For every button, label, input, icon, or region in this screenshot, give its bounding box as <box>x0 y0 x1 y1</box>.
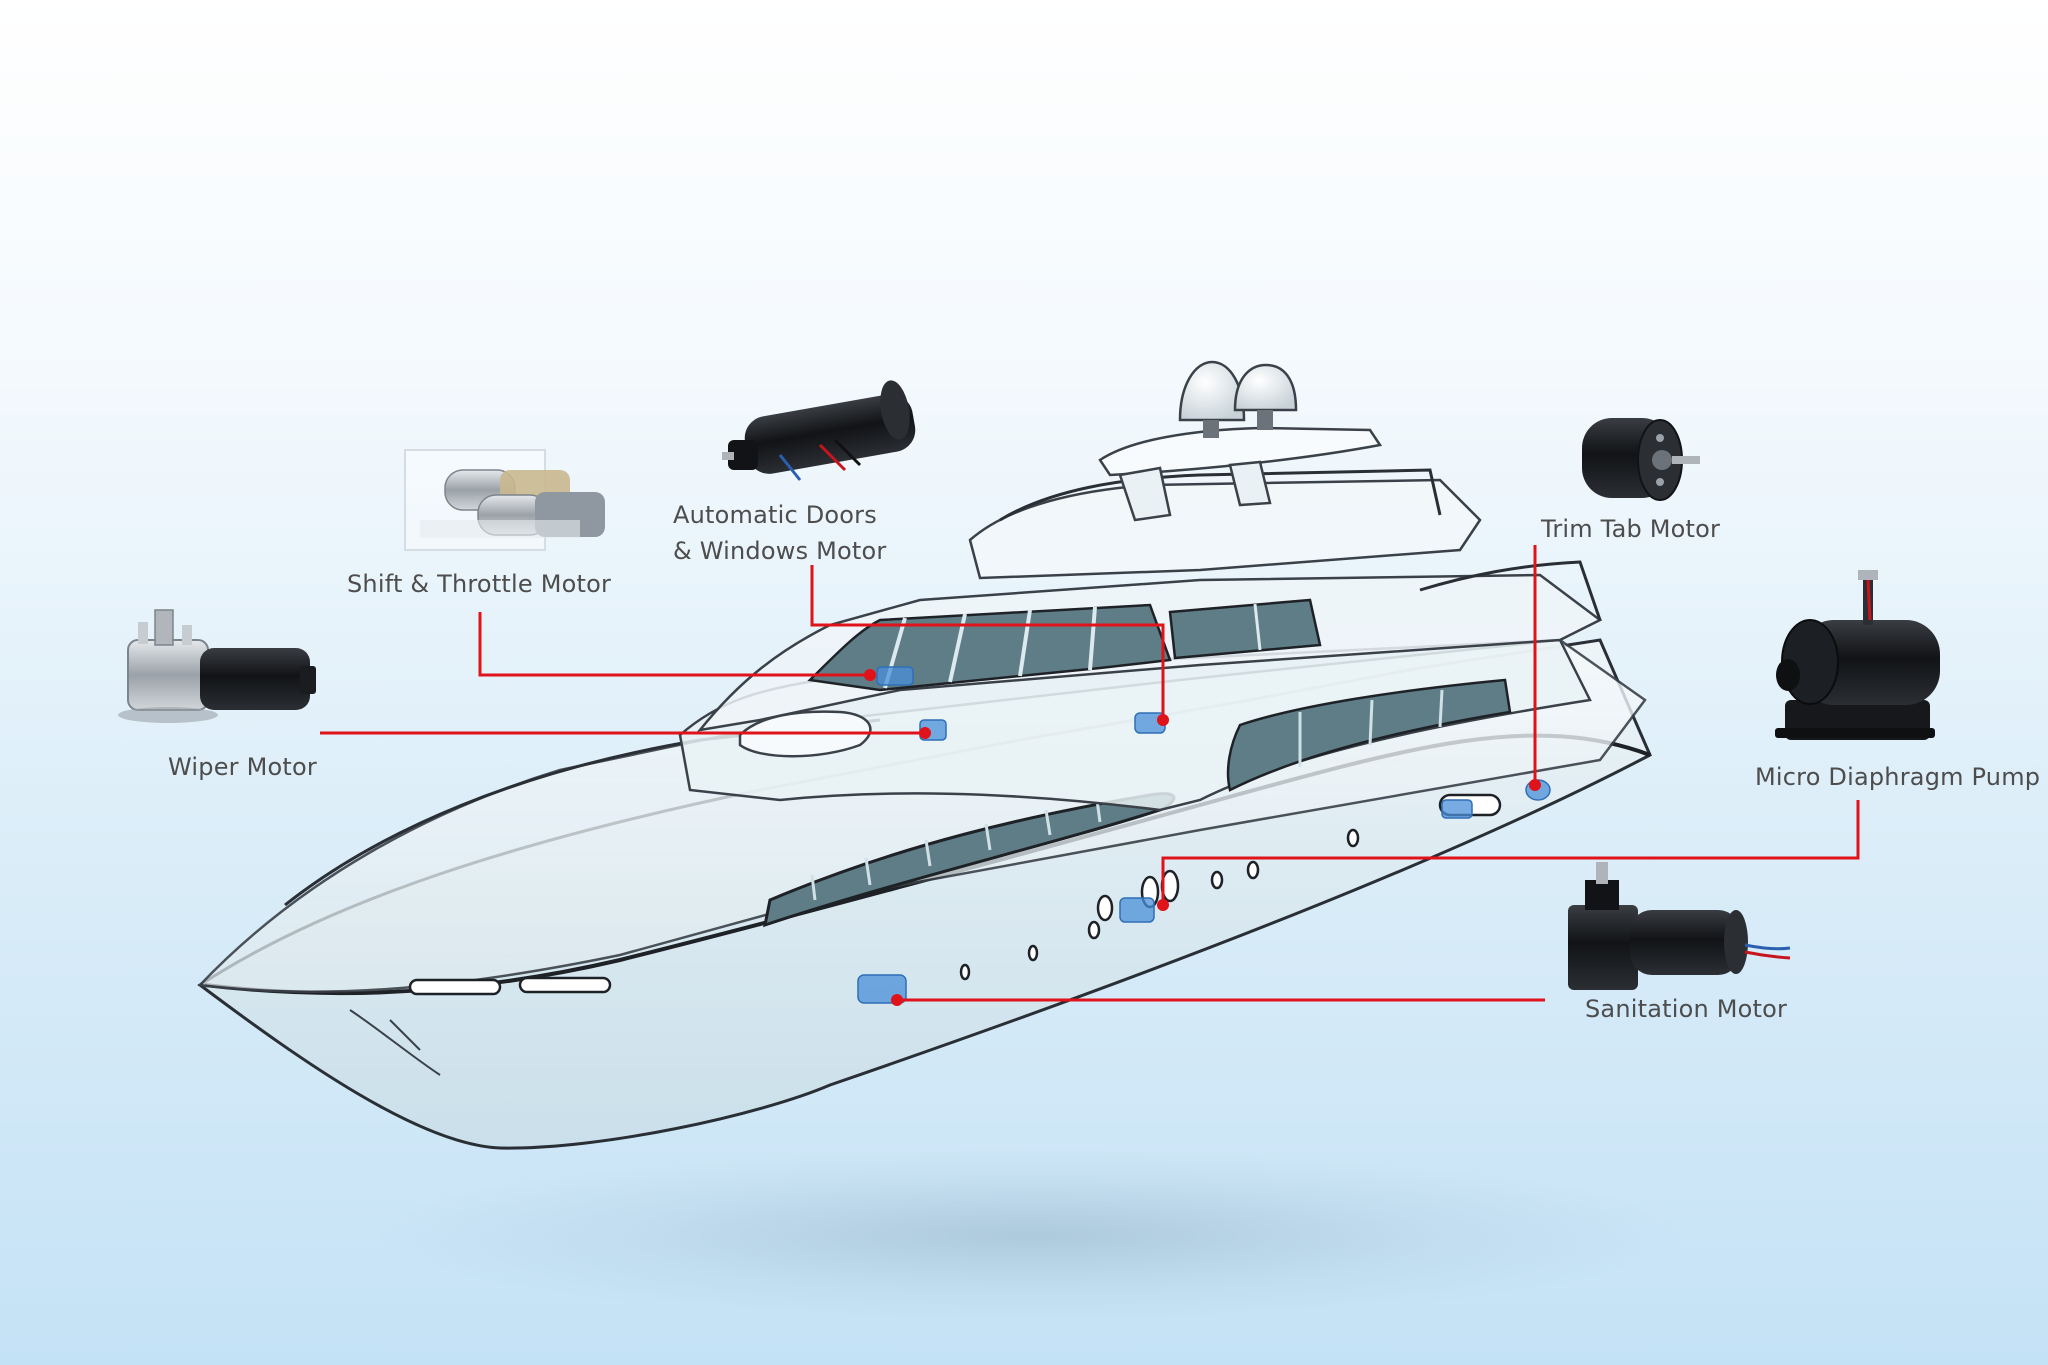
yacht-radomes <box>1178 360 1298 438</box>
sanitation-label: Sanitation Motor <box>1585 995 1788 1023</box>
auto-doors-label: Automatic Doors & Windows Motor <box>673 497 886 569</box>
auto-doors-dot <box>1157 714 1169 726</box>
auto-doors-callout-line <box>810 565 1165 718</box>
shift-throttle-callout-line <box>478 612 868 677</box>
micro-pump-callout-line <box>1161 800 1860 905</box>
wiper-dot <box>919 727 931 739</box>
door-window-motor-icon <box>722 380 916 481</box>
callout-dots <box>864 669 1541 1006</box>
callout-lines <box>320 545 1860 1002</box>
auto-doors-label-line2: & Windows Motor <box>673 537 887 565</box>
shift-throttle-label: Shift & Throttle Motor <box>347 570 612 598</box>
trim-tab-dot <box>1529 779 1541 791</box>
sanitation-dot <box>891 994 903 1006</box>
micro-pump-label: Micro Diaphragm Pump <box>1755 763 2041 791</box>
wiper-label: Wiper Motor <box>168 753 317 781</box>
trim-tab-label: Trim Tab Motor <box>1541 515 1721 543</box>
yacht-lower-window-mullions <box>810 799 1102 901</box>
yacht-flybridge <box>968 478 1482 580</box>
component-markers <box>857 666 1551 1004</box>
yacht-hardtop <box>1098 426 1383 477</box>
shift-throttle-motor-icon <box>404 449 605 551</box>
sanitation-motor-icon <box>1568 862 1791 990</box>
yacht-bow-detail <box>349 1009 441 1076</box>
yacht-aft-railing <box>1419 560 1602 621</box>
shift-throttle-dot <box>864 669 876 681</box>
diaphragm-pump-icon <box>1775 570 1940 740</box>
auto-doors-marker <box>876 666 914 686</box>
micro-pump-dot <box>1157 899 1169 911</box>
auto-doors-label-line1: Automatic Doors <box>673 501 877 529</box>
micro-pump-marker <box>1119 897 1155 923</box>
trim-tab-motor-icon <box>1582 418 1700 501</box>
yacht-upper-side-windows <box>1168 598 1322 660</box>
yacht-fore-railing <box>284 718 881 907</box>
auxiliary-marker <box>1441 799 1473 819</box>
wiper-motor-icon <box>118 609 316 723</box>
yacht-flybridge-railing <box>999 468 1442 522</box>
yacht-shadow <box>380 1150 1680 1320</box>
yacht-mid-window-mullions <box>1298 689 1444 767</box>
yacht-radar-arch <box>1118 460 1272 522</box>
